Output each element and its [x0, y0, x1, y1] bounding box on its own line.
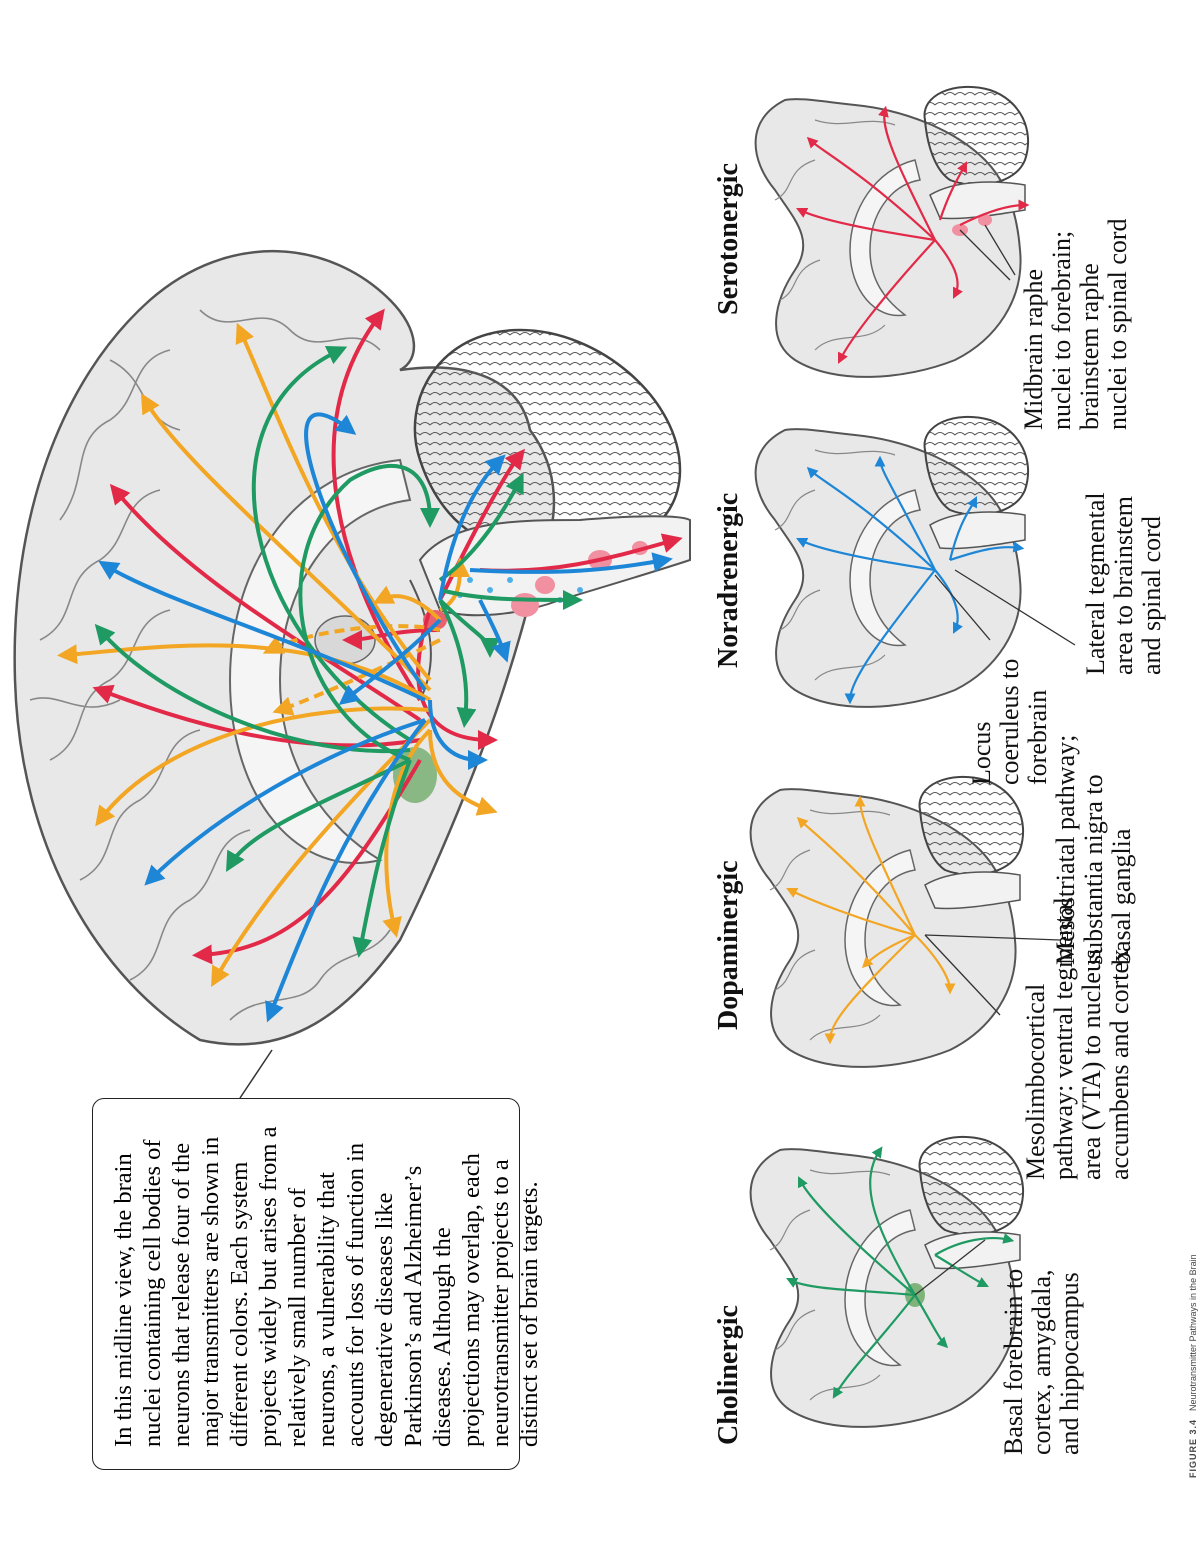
caption-box: In this midline view, the brain nuclei c… [92, 1098, 543, 1470]
label-serotonergic-raphe: Midbrain raphe nuclei to forebrain; brai… [1019, 218, 1132, 430]
panel-title-dopaminergic: Dopaminergic [713, 860, 744, 1030]
panel-leaders [914, 224, 1076, 1296]
panel-dopaminergic-brain [749, 775, 1025, 1068]
label-cholinergic-basal-forebrain: Basal forebrain to cortex, amygdala, and… [999, 1268, 1084, 1455]
panel-title-cholinergic: Cholinergic [713, 1305, 744, 1445]
main-brain [13, 250, 691, 1046]
main-noradrenergic-paths [98, 412, 673, 1023]
main-dopaminergic-paths [57, 322, 498, 987]
panel-title-noradrenergic: Noradrenergic [713, 492, 744, 668]
panel-serotonergic-paths [796, 105, 1030, 364]
figure-title: Neurotransmitter Pathways in the Brain [1188, 1254, 1198, 1411]
label-noradrenergic-lateral-tegmental: Lateral tegmental area to brainstem and … [1081, 492, 1166, 675]
panel-cholinergic-brain [749, 1135, 1025, 1428]
panel-title-serotonergic: Serotonergic [713, 163, 744, 315]
label-noradrenergic-locus-coeruleus: Locus coeruleus to forebrain [967, 658, 1052, 785]
caption-leader [239, 1049, 273, 1099]
panel-noradrenergic-paths [796, 455, 1025, 705]
panel-serotonergic-brain [754, 85, 1030, 378]
corpus-callosum [228, 458, 412, 865]
caption-text: In this midline view, the brain nuclei c… [110, 1126, 543, 1447]
panel-noradrenergic-brain [754, 415, 1030, 708]
figure-number: FIGURE 3.4 [1188, 1418, 1198, 1478]
panel-dopaminergic-paths [786, 795, 956, 1045]
figure-caption: FIGURE 3.4 Neurotransmitter Pathways in t… [1188, 1254, 1198, 1478]
label-dopaminergic-mesostriatal: Mesostriatal pathway; substantia nigra t… [1051, 734, 1136, 965]
